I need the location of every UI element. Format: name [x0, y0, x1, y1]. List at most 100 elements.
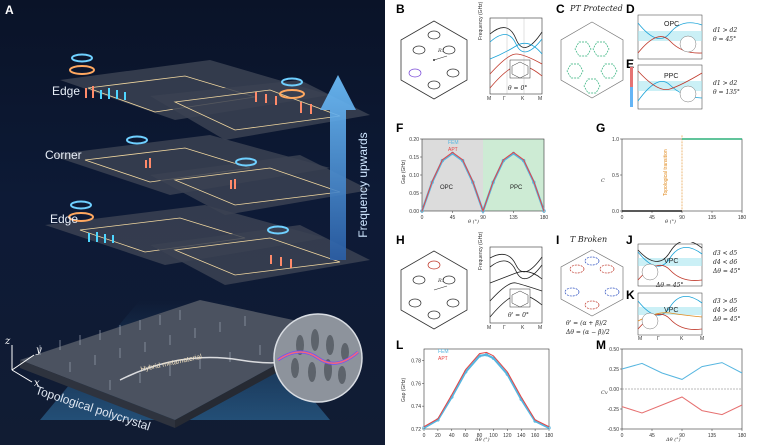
- panel-label: G: [596, 121, 606, 135]
- y-axis-label: C: [601, 178, 605, 184]
- x-tick: M: [538, 325, 543, 331]
- y-tick-label: -0.25: [608, 407, 620, 413]
- panel-label: E: [626, 57, 635, 71]
- y-tick-label: 0.78: [411, 358, 421, 364]
- x-tick-label: 135: [708, 433, 717, 439]
- layer-plane: [150, 155, 370, 215]
- x-tick-label: 90: [480, 215, 486, 221]
- panel-label: F: [396, 121, 404, 135]
- panel-k-cond: d4 > d6: [713, 307, 738, 314]
- x-tick-label: 180: [545, 433, 554, 439]
- axis-x-label: x: [34, 378, 40, 389]
- y-axis-label: Frequency (GHz): [478, 231, 484, 270]
- y-tick-label: 0.76: [411, 381, 421, 387]
- panel-d-theta: θ = 45°: [713, 36, 737, 43]
- y-tick-label: 0.0: [612, 209, 619, 215]
- x-axis-label: θ (°): [468, 219, 480, 225]
- x-tick: Γ: [503, 96, 506, 102]
- x-tick-label: 20: [435, 433, 441, 439]
- y-tick-label: 0.05: [409, 191, 419, 197]
- x-tick-label: 45: [649, 215, 655, 221]
- panel-c-unitcell: [560, 21, 624, 99]
- legend-apt: APT: [438, 356, 448, 362]
- panel-label: H: [396, 233, 405, 247]
- series-line: [621, 396, 743, 416]
- legend-fem: FEM: [448, 140, 459, 146]
- x-tick: M: [700, 336, 705, 342]
- panel-a-illustration: A Edge Corner Edge Frequency upwards Top…: [0, 0, 385, 445]
- y-tick-label: 1.0: [612, 137, 619, 143]
- x-tick: M: [638, 336, 643, 342]
- layer-plane: [150, 80, 370, 140]
- x-tick-label: 180: [738, 433, 747, 439]
- panel-e-theta: θ = 135°: [713, 89, 740, 96]
- y-tick-label: 0.00: [409, 209, 419, 215]
- x-tick: M: [487, 325, 492, 331]
- x-tick-label: 0: [423, 433, 426, 439]
- y-axis-label: Gap (GHz): [401, 159, 407, 184]
- axis-y-label: y: [36, 345, 42, 356]
- panel-label: J: [626, 233, 633, 247]
- panel-k-cond: Δθ = 45°: [713, 316, 741, 323]
- x-tick-label: 80: [477, 433, 483, 439]
- y-tick-label: 0.10: [409, 173, 419, 179]
- region-ppc: PPC: [510, 185, 523, 191]
- panel-a-svg: [20, 53, 370, 428]
- edge-mode-peaks: [85, 86, 312, 268]
- panel-e-cond: d1 > d2: [713, 80, 738, 87]
- y-tick-label: -0.50: [608, 427, 620, 433]
- data-point: [501, 158, 506, 163]
- panel-e-tag: PPC: [664, 73, 679, 80]
- series-line: [423, 351, 550, 428]
- layer-plane: [50, 135, 330, 195]
- data-point: [521, 158, 526, 163]
- y-tick-label: 0.72: [411, 427, 421, 433]
- panel-k-bands: [637, 292, 703, 336]
- y-tick-label: 0.15: [409, 155, 419, 161]
- x-tick-label: 45: [649, 433, 655, 439]
- panel-label: B: [396, 2, 405, 16]
- legend-fem: FEM: [438, 349, 449, 355]
- x-tick-label: 180: [540, 215, 549, 221]
- x-tick: Γ: [657, 336, 660, 342]
- data-point: [460, 158, 465, 163]
- x-tick: M: [538, 96, 543, 102]
- panel-k-cond: d3 > d5: [713, 298, 738, 305]
- series-line: [421, 151, 545, 213]
- data-point: [484, 353, 489, 357]
- panel-label: M: [596, 338, 606, 352]
- r1-label: R1: [438, 48, 445, 54]
- panel-i-title: T Broken: [570, 235, 608, 244]
- panel-label: D: [626, 2, 635, 16]
- y-tick-label: 0.00: [609, 387, 619, 393]
- x-tick-label: 135: [708, 215, 717, 221]
- x-tick-label: 45: [450, 215, 456, 221]
- y-tick-label: 0.74: [411, 404, 421, 410]
- x-axis-label: Δθ (°): [475, 437, 490, 443]
- x-tick-label: 160: [531, 433, 540, 439]
- domain-wall: [173, 237, 341, 276]
- panel-label: K: [626, 288, 635, 302]
- x-tick-label: 40: [449, 433, 455, 439]
- x-tick: Γ: [503, 325, 506, 331]
- x-tick-label: 120: [503, 433, 512, 439]
- x-tick: M: [487, 96, 492, 102]
- panel-b-bands: [489, 17, 543, 95]
- y-axis-label: Frequency (GHz): [478, 1, 484, 40]
- panel-c-title: PT Protected: [570, 4, 623, 13]
- x-tick: K: [680, 336, 684, 342]
- y-tick-label: 0.20: [409, 137, 419, 143]
- legend-apt: APT: [448, 147, 458, 153]
- x-axis-label: Δθ (°): [666, 437, 681, 443]
- x-tick-label: 135: [509, 215, 518, 221]
- panel-b-unitcell: [400, 20, 468, 100]
- y-tick-label: 0.50: [609, 347, 619, 353]
- plot-frame: [423, 348, 550, 430]
- panel-label: I: [556, 233, 560, 247]
- panel-h-unitcell: [400, 250, 468, 330]
- x-tick: K: [521, 325, 525, 331]
- panel-label: L: [396, 338, 404, 352]
- layer-plane: [45, 205, 325, 265]
- series-line: [621, 362, 743, 380]
